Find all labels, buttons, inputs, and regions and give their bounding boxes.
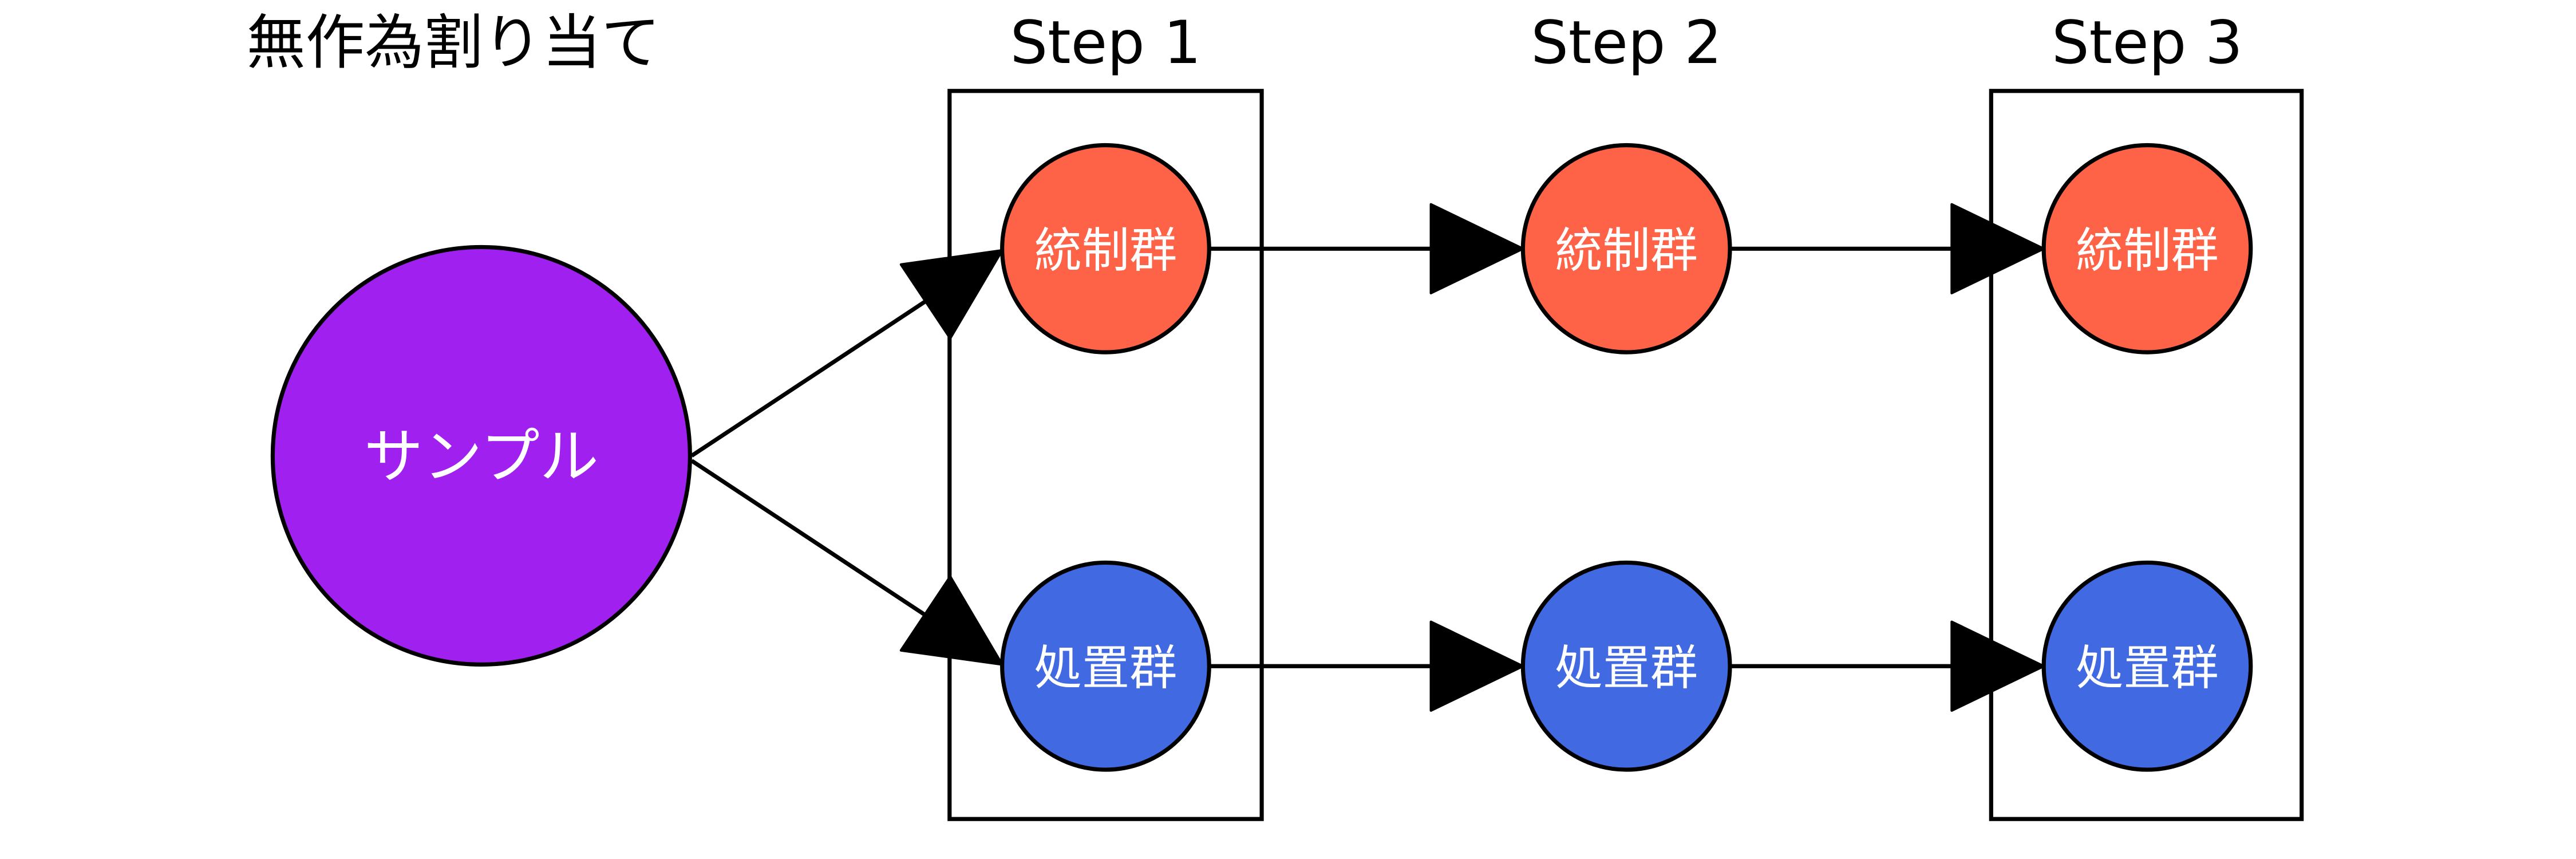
svg-text:統制群: 統制群 [1555,223,1698,278]
sample-node: サンプル [270,245,692,667]
sample-label: サンプル [364,423,599,491]
edge-sample-to-control [690,281,954,458]
step-3-box [1989,89,2304,821]
edge-sample-to-treatment [690,459,954,635]
step-3-label: Step 3 [2052,9,2243,77]
svg-text:処置群: 処置群 [1555,640,1698,696]
treatment-node-step-2: 処置群 [1520,560,1732,772]
control-node-step-2: 統制群 [1520,143,1732,354]
step-1-box [947,89,1264,821]
step-2-label: Step 2 [1531,9,1722,77]
step-1-label: Step 1 [1010,9,1202,77]
arrowhead-icon [1951,204,2044,293]
svg-text:統制群: 統制群 [1034,223,1178,278]
svg-text:統制群: 統制群 [2076,223,2219,278]
svg-text:処置群: 処置群 [1034,640,1178,696]
diagram-title: 無作為割り当て [246,9,660,77]
control-node-step-3: 統制群 [2041,143,2253,354]
arrowhead-icon [1431,622,1523,711]
control-node-step-1: 統制群 [1000,143,1211,354]
treatment-node-step-1: 処置群 [1000,560,1211,772]
treatment-node-step-3: 処置群 [2041,560,2253,772]
arrowhead-icon [1431,204,1523,293]
arrowhead-icon [1951,622,2044,711]
svg-text:処置群: 処置群 [2076,640,2219,696]
